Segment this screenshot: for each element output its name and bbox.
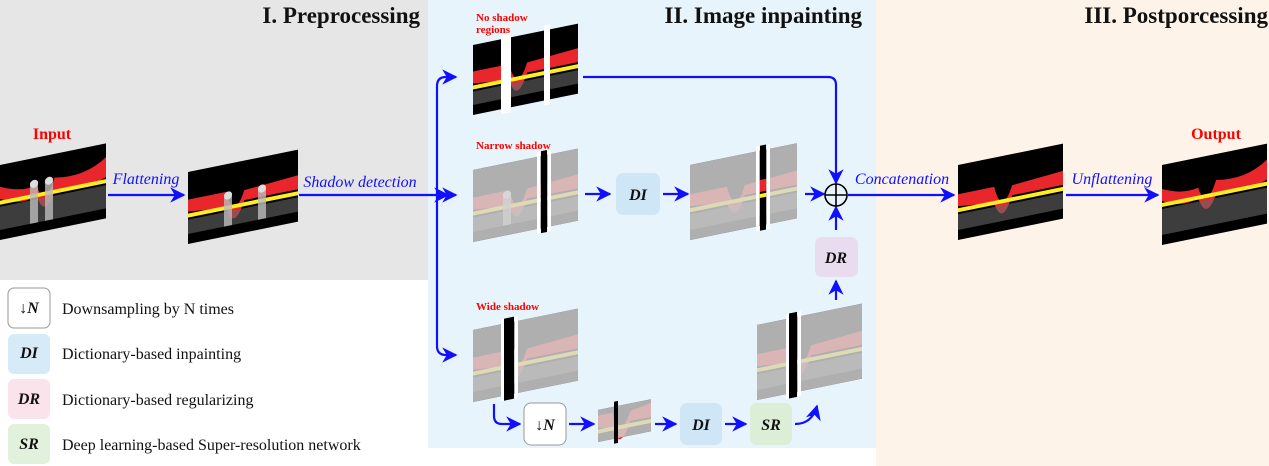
svg-text:Dictionary-based regularizing: Dictionary-based regularizing xyxy=(62,392,253,409)
svg-text:Deep learning-based Super-reso: Deep learning-based Super-resolution net… xyxy=(62,437,361,454)
svg-text:DI: DI xyxy=(628,187,648,204)
flattening-label: Flattening xyxy=(112,171,180,188)
section-title-postprocessing: III. Postporcessing xyxy=(1084,3,1268,28)
narrow-shadow-image xyxy=(473,148,578,242)
concatenation-operator xyxy=(824,183,848,207)
svg-text:DI: DI xyxy=(19,345,39,362)
wide-shadow-label: Wide shadow xyxy=(476,301,539,313)
section-title-preprocessing: I. Preprocessing xyxy=(262,3,420,28)
narrow-inpainted-image xyxy=(690,143,797,240)
no-shadow-label-line1: No shadow xyxy=(476,12,528,24)
legend-item-downsampling: ↓N Downsampling by N times xyxy=(7,287,234,329)
legend-item-di: DI Dictionary-based inpainting xyxy=(8,334,241,374)
downsample-block: ↓N xyxy=(523,402,567,446)
di-block-wide: DI xyxy=(680,403,722,445)
svg-text:DI: DI xyxy=(691,417,711,434)
sr-output-image xyxy=(757,303,862,400)
branch-arrow-no-shadow xyxy=(435,69,458,195)
concatenation-label: Concatenation xyxy=(855,171,949,188)
no-shadow-to-concat-arrow xyxy=(583,75,844,185)
svg-text:DR: DR xyxy=(824,250,848,267)
legend-item-sr: SR Deep learning-based Super-resolution … xyxy=(8,424,361,464)
sr-to-output-arrow xyxy=(794,404,821,426)
svg-text:Dictionary-based inpainting: Dictionary-based inpainting xyxy=(62,346,241,363)
dr-block: DR xyxy=(815,237,858,277)
svg-text:SR: SR xyxy=(761,417,781,434)
concatenated-image xyxy=(958,143,1063,240)
output-label: Output xyxy=(1191,126,1241,143)
downsampled-image xyxy=(598,399,651,444)
unflattening-label: Unflattening xyxy=(1072,171,1153,188)
flattened-oct-image xyxy=(188,149,298,244)
legend-panel xyxy=(0,280,428,466)
di-block-narrow: DI xyxy=(616,173,660,215)
wide-to-down-arrow xyxy=(492,404,522,432)
svg-text:SR: SR xyxy=(19,436,39,453)
output-oct-image xyxy=(1162,143,1267,245)
input-oct-image xyxy=(0,143,106,240)
svg-text:DR: DR xyxy=(17,391,41,408)
input-label: Input xyxy=(33,126,72,143)
svg-text:↓N: ↓N xyxy=(19,300,40,317)
narrow-shadow-label: Narrow shadow xyxy=(476,140,551,152)
section-title-inpainting: II. Image inpainting xyxy=(665,3,863,28)
no-shadow-image xyxy=(473,23,578,115)
branch-arrow-wide xyxy=(435,195,458,363)
svg-text:Downsampling by N times: Downsampling by N times xyxy=(62,301,234,318)
sr-block: SR xyxy=(750,403,792,445)
svg-text:↓N: ↓N xyxy=(535,417,556,434)
shadow-detection-label: Shadow detection xyxy=(303,174,416,191)
wide-shadow-image xyxy=(473,308,578,402)
legend-item-dr: DR Dictionary-based regularizing xyxy=(8,379,253,419)
no-shadow-label-line2: regions xyxy=(476,24,511,36)
